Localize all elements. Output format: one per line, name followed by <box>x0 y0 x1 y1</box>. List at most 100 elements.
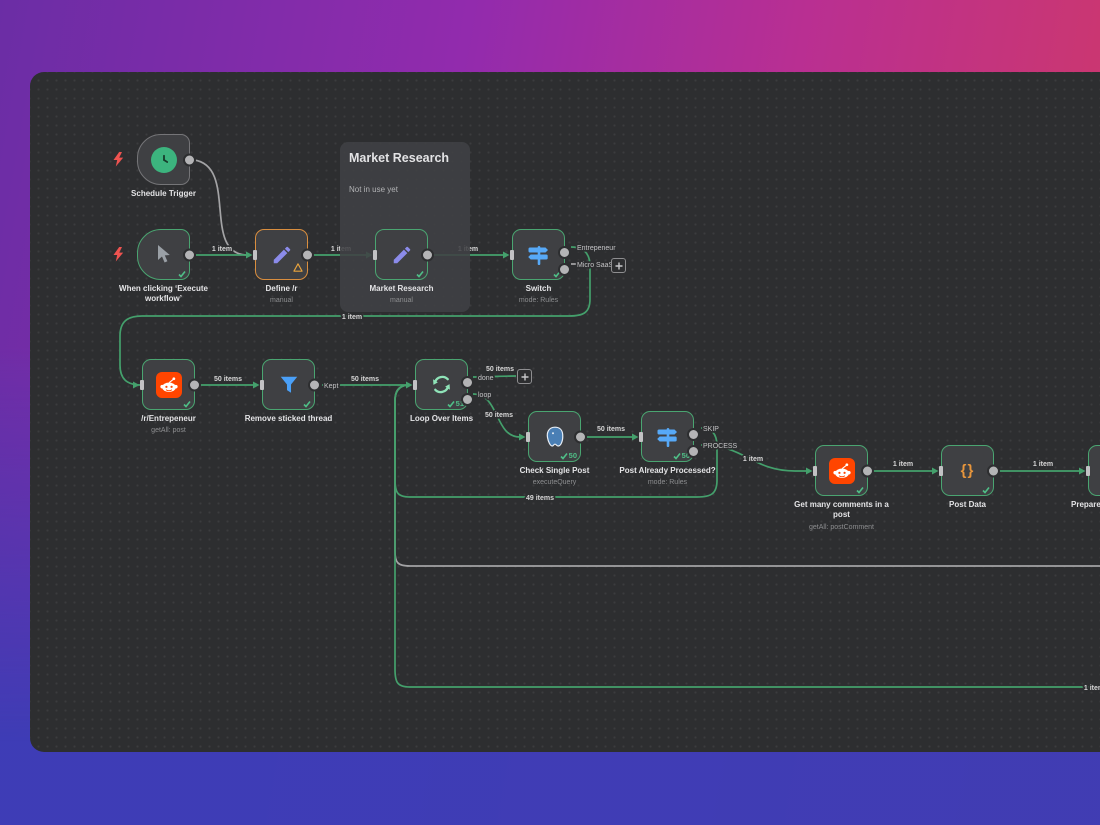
run-count: 51 <box>455 399 464 408</box>
check-icon <box>183 401 191 408</box>
signpost-icon <box>527 245 548 265</box>
edge-label: 49 items <box>526 495 554 502</box>
input-port[interactable] <box>253 249 257 260</box>
connection-done-stub[interactable] <box>472 375 517 378</box>
input-port[interactable] <box>939 465 943 476</box>
check-icon <box>673 452 681 460</box>
output-port-micro-saas[interactable] <box>558 263 571 276</box>
edge-label: 50 items <box>214 376 242 383</box>
output-port-kept[interactable] <box>308 378 321 391</box>
output-port-skip[interactable] <box>687 428 700 441</box>
port-label-entrepeneur: Entrepeneur <box>577 245 616 252</box>
pencil-icon <box>393 246 410 263</box>
node-post-data[interactable]: {} Post Data <box>939 445 1000 509</box>
node-subtitle: manual <box>270 297 293 305</box>
node-label: Remove sticked thread <box>244 414 333 423</box>
input-port[interactable] <box>140 379 144 390</box>
plus-icon <box>615 262 622 269</box>
edge-label: 1 item <box>342 314 362 321</box>
node-subtitle: getAll: postComment <box>809 523 874 531</box>
check-icon <box>178 271 186 278</box>
sticky-note[interactable]: Market Research Not in use yet <box>340 142 470 312</box>
node-post-already-processed[interactable]: 50 Post Already Processed?mode: Rules <box>619 411 716 486</box>
input-port[interactable] <box>413 379 417 390</box>
output-port[interactable] <box>861 464 874 477</box>
check-icon <box>303 401 311 408</box>
node-subtitle: manual <box>390 297 413 305</box>
edge-label: 1 item <box>1084 685 1100 692</box>
output-port[interactable] <box>301 248 314 261</box>
edge-label: 50 items <box>485 412 513 419</box>
check-icon <box>856 487 864 494</box>
edge-label: 1 item <box>1033 461 1053 468</box>
edge-label: 50 items <box>486 366 514 373</box>
sticky-body: Not in use yet <box>349 185 398 194</box>
node-label: Post Already Processed?mode: Rules <box>619 466 716 487</box>
connection-switch-subreddit[interactable] <box>119 246 591 386</box>
connection-process-get[interactable] <box>700 444 807 472</box>
node-filter[interactable]: Remove sticked thread <box>245 359 332 423</box>
output-port-entrepeneur[interactable] <box>558 246 571 259</box>
check-icon <box>447 400 455 408</box>
sticky-title: Market Research <box>349 151 450 165</box>
output-port-done[interactable] <box>461 376 474 389</box>
node-label: Post Data <box>949 500 986 509</box>
warning-icon <box>293 263 303 272</box>
input-port[interactable] <box>373 249 377 260</box>
edge-label: 1 item <box>893 461 913 468</box>
node-prepare[interactable] <box>1086 445 1100 496</box>
output-port[interactable] <box>183 248 196 261</box>
edge-label: 50 items <box>351 376 379 383</box>
input-port[interactable] <box>526 431 530 442</box>
output-port-process[interactable] <box>687 445 700 458</box>
node-subtitle: mode: Rules <box>647 479 688 487</box>
plus-icon <box>521 373 528 380</box>
node-manual-trigger[interactable]: When clicking ‘Execute workflow’ <box>119 229 208 303</box>
output-port[interactable] <box>574 430 587 443</box>
input-port[interactable] <box>260 379 264 390</box>
check-icon <box>416 271 424 278</box>
connection-skip-loopback[interactable] <box>394 384 718 498</box>
port-label-skip: SKIP <box>703 426 719 433</box>
input-port[interactable] <box>1086 465 1090 476</box>
connection-schedule-define[interactable] <box>193 159 247 256</box>
node-label: Loop Over Items <box>409 414 474 423</box>
output-port[interactable] <box>183 153 196 166</box>
output-port[interactable] <box>421 248 434 261</box>
output-port[interactable] <box>188 378 201 391</box>
node-subtitle: executeQuery <box>532 479 577 487</box>
node-label: Schedule Trigger <box>131 189 196 198</box>
reddit-icon <box>155 371 182 398</box>
connection-loop-check[interactable] <box>472 393 521 438</box>
check-icon <box>560 452 568 460</box>
output-port[interactable] <box>987 464 1000 477</box>
add-node-button[interactable] <box>517 369 532 384</box>
port-label-kept: Kept <box>324 383 338 390</box>
input-port[interactable] <box>510 249 514 260</box>
cursor-icon <box>157 244 170 262</box>
port-label-micro-saas: Micro SaaS <box>577 262 614 269</box>
input-port[interactable] <box>813 465 817 476</box>
add-node-button[interactable] <box>611 258 626 273</box>
trigger-bolt-icon <box>113 152 124 167</box>
loop-icon <box>433 375 450 394</box>
output-port-loop[interactable] <box>461 393 474 406</box>
input-port[interactable] <box>639 431 643 442</box>
node-loop-over-items[interactable]: 51 Loop Over Items <box>410 359 474 423</box>
edge-label: 50 items <box>597 426 625 433</box>
postgres-icon <box>546 426 563 447</box>
connection-far-loopback[interactable] <box>394 384 1100 688</box>
node-schedule-trigger[interactable]: Schedule Trigger <box>131 134 196 198</box>
check-icon <box>982 487 990 494</box>
reddit-icon <box>828 457 855 484</box>
